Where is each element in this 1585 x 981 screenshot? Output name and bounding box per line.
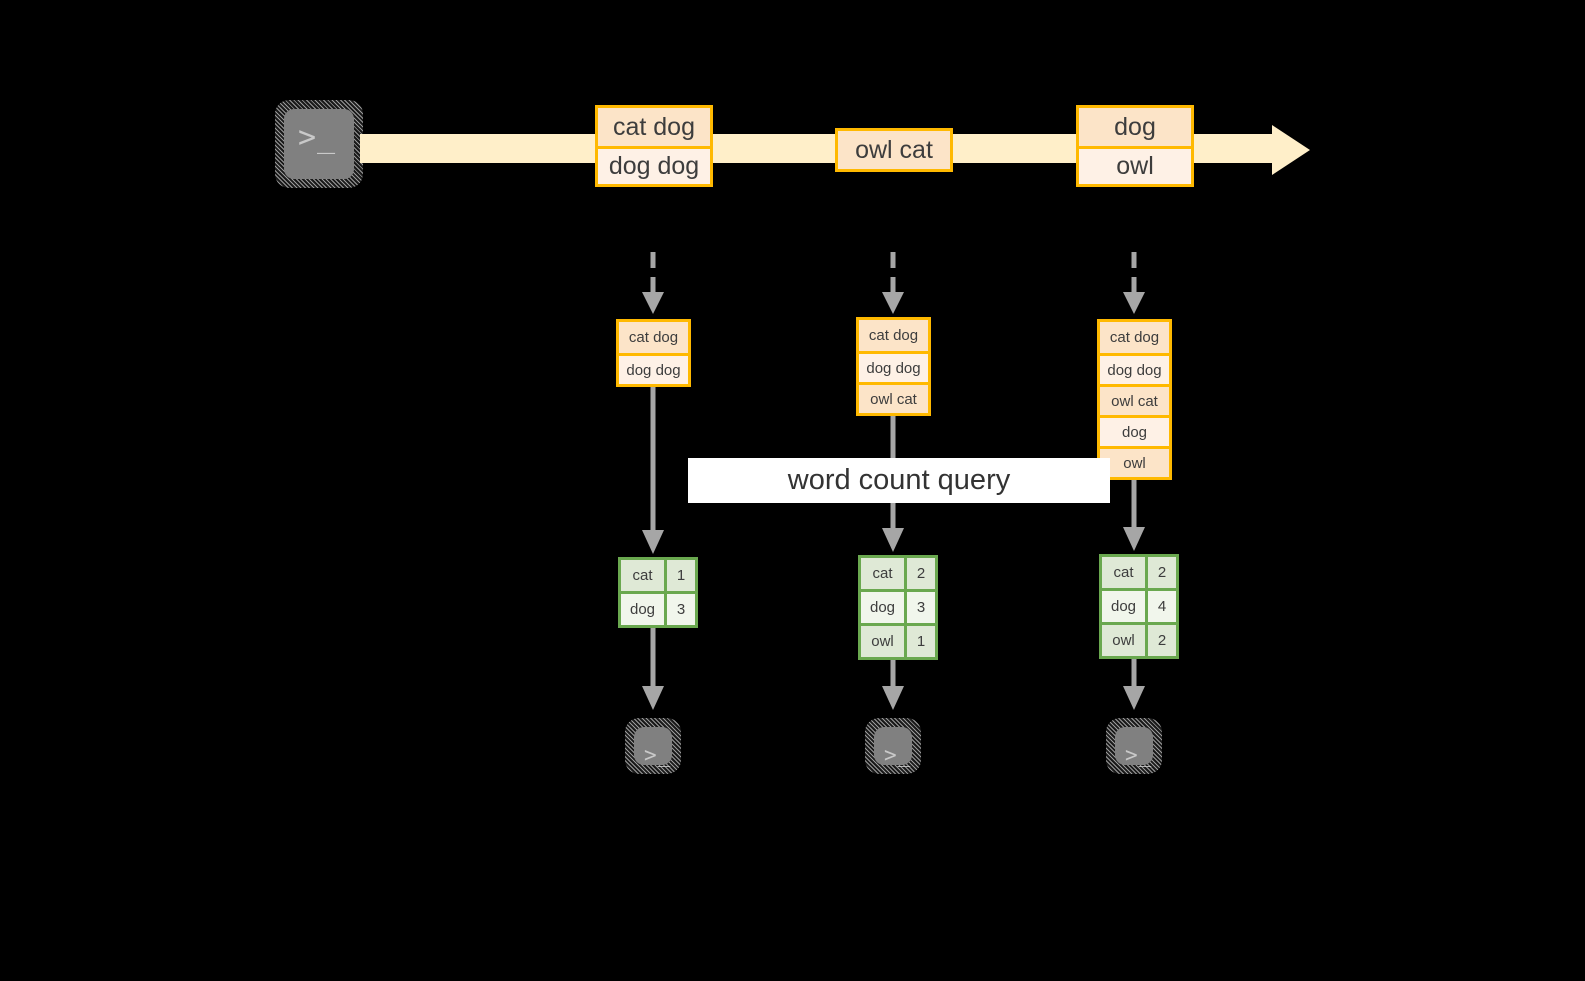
result-count: 2 [1148,625,1176,656]
result-count: 2 [1148,557,1176,588]
record-line: owl cat [838,131,950,169]
result-count: 2 [907,558,935,589]
record-line: cat dog [1100,322,1169,353]
record-line: owl [1100,446,1169,477]
table-row: dog 3 [861,589,935,623]
terminal-prompt-glyph: >_ [298,120,337,155]
sink-arrow-col1 [642,622,664,710]
sink-terminal-col1: >_ [625,718,681,774]
result-count: 3 [667,594,695,625]
terminal-screen [1115,727,1153,765]
result-count: 4 [1148,591,1176,622]
table-row: dog 3 [621,591,695,625]
sink-terminal-col3: >_ [1106,718,1162,774]
query-arrow-col3 [1123,477,1145,551]
stream-record-1: cat dog dog dog [595,105,713,187]
record-line: owl cat [1100,384,1169,415]
query-label-text: word count query [787,464,1011,496]
table-row: cat 2 [1102,557,1176,588]
record-line: cat dog [619,322,688,353]
result-count: 3 [907,592,935,623]
record-line: dog dog [619,353,688,384]
result-table-col1: cat 1 dog 3 [618,557,698,628]
result-word: dog [1102,591,1148,622]
record-line: dog [1079,108,1191,146]
stream-record-2: owl cat [835,128,953,172]
record-line: dog dog [598,146,710,184]
sink-terminal-col2: >_ [865,718,921,774]
table-row: cat 2 [861,558,935,589]
result-table-col2: cat 2 dog 3 owl 1 [858,555,938,660]
stream-record-3: dog owl [1076,105,1194,187]
result-word: dog [861,592,907,623]
terminal-screen [634,727,672,765]
result-count: 1 [667,560,695,591]
record-line: cat dog [859,320,928,351]
table-row: dog 4 [1102,588,1176,622]
result-word: cat [1102,557,1148,588]
result-count: 1 [907,626,935,657]
result-word: owl [1102,625,1148,656]
record-line: dog [1100,415,1169,446]
query-label: word count query [688,458,1110,503]
record-line: cat dog [598,108,710,146]
terminal-prompt-glyph: >_ [1125,743,1153,767]
record-line: owl [1079,146,1191,184]
record-line: dog dog [859,351,928,382]
sink-arrow-col3 [1123,652,1145,710]
input-box-col2: cat dog dog dog owl cat [856,317,931,416]
terminal-prompt-glyph: >_ [644,743,672,767]
input-box-col1: cat dog dog dog [616,319,691,387]
result-word: cat [861,558,907,589]
feed-arrow-col1 [642,252,664,314]
input-box-col3: cat dog dog dog owl cat dog owl [1097,319,1172,480]
terminal-prompt-glyph: >_ [884,743,912,767]
source-terminal-icon: >_ [275,100,363,188]
table-row: owl 2 [1102,622,1176,656]
terminal-screen [874,727,912,765]
table-row: owl 1 [861,623,935,657]
result-word: owl [861,626,907,657]
result-table-col3: cat 2 dog 4 owl 2 [1099,554,1179,659]
table-row: cat 1 [621,560,695,591]
record-line: dog dog [1100,353,1169,384]
feed-arrow-col3 [1123,252,1145,314]
result-word: dog [621,594,667,625]
sink-arrow-col2 [882,653,904,710]
record-line: owl cat [859,382,928,413]
query-arrow-col1 [642,384,664,554]
feed-arrow-col2 [882,252,904,314]
result-word: cat [621,560,667,591]
terminal-screen [284,109,354,179]
